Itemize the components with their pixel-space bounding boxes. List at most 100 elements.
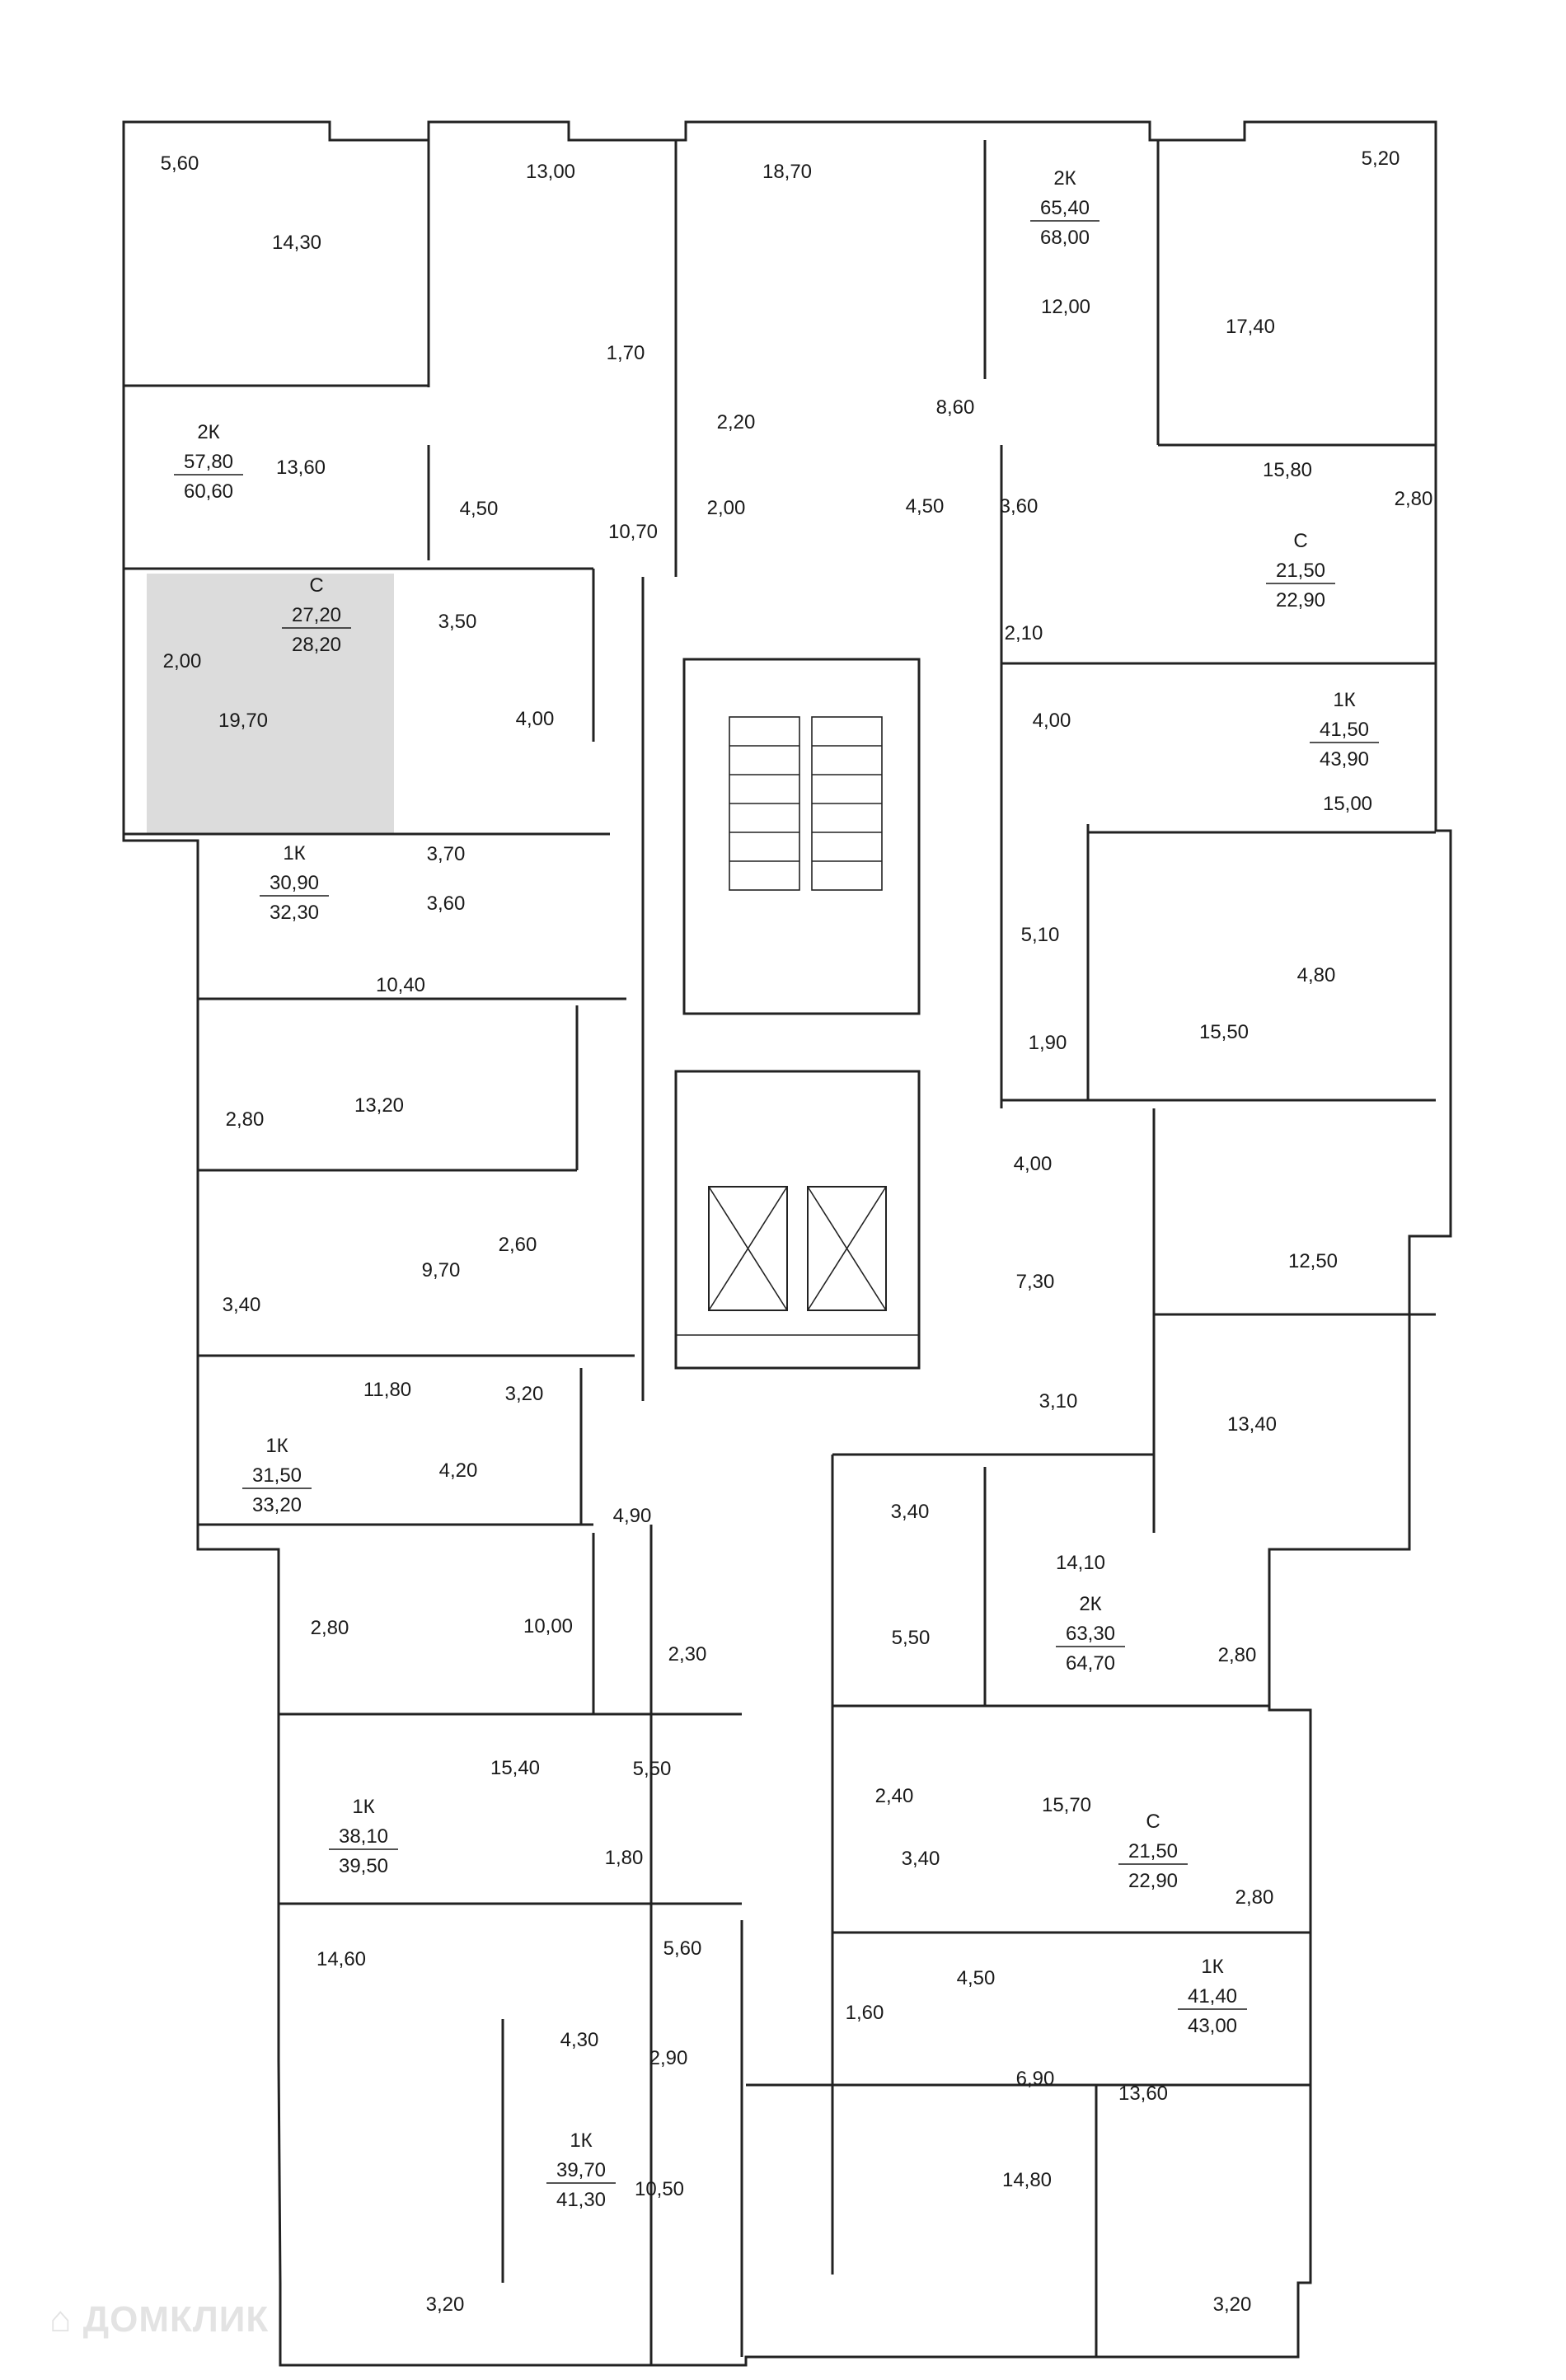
apartment-living-area: 21,50 (1128, 1840, 1178, 1862)
room-area: 2,80 (226, 1108, 265, 1131)
watermark-logo: ⌂ ДОМКЛИК (49, 2299, 270, 2340)
apartment-type: 1К (1333, 689, 1355, 711)
apartment-type: С (1146, 1811, 1160, 1833)
room-area: 19,70 (218, 710, 268, 732)
right-partitions (746, 140, 1436, 2357)
room-area: 1,70 (607, 342, 645, 364)
apartment-label: 1К 31,50 33,20 (242, 1435, 312, 1516)
apartment-label: С 21,50 22,90 (1266, 530, 1335, 611)
room-area: 4,00 (516, 708, 555, 730)
room-area: 1,60 (846, 2002, 884, 2024)
apartment-type: 1К (1201, 1956, 1223, 1978)
apartment-labels: 2К 65,40 68,00 2К 57,80 60,60 С 27,20 28… (174, 167, 1379, 2211)
room-area: 4,90 (613, 1505, 652, 1527)
room-area: 4,20 (439, 1459, 478, 1482)
room-area: 3,20 (1213, 2293, 1252, 2316)
room-area: 14,80 (1002, 2169, 1052, 2191)
room-area: 5,60 (663, 1937, 702, 1960)
room-area: 5,50 (633, 1758, 672, 1780)
apartment-total-area: 22,90 (1276, 589, 1325, 611)
left-partitions (124, 140, 743, 2365)
room-area: 2,90 (649, 2047, 688, 2069)
room-area: 12,00 (1041, 296, 1090, 318)
room-area: 2,30 (668, 1643, 707, 1666)
apartment-total-area: 64,70 (1066, 1652, 1115, 1675)
room-area: 3,40 (902, 1848, 940, 1870)
room-area: 4,50 (906, 495, 945, 518)
apartment-living-area: 27,20 (292, 604, 341, 626)
apartment-label: 1К 41,50 43,90 (1310, 689, 1379, 771)
room-area: 13,20 (354, 1094, 404, 1117)
room-area: 7,30 (1016, 1271, 1055, 1293)
apartment-type: 2К (1079, 1593, 1101, 1615)
room-area: 14,10 (1056, 1552, 1105, 1574)
apartment-living-area: 57,80 (184, 451, 233, 473)
room-area: 5,20 (1362, 148, 1400, 170)
apartment-living-area: 65,40 (1040, 197, 1090, 219)
room-area: 4,50 (957, 1967, 996, 1989)
room-area: 18,70 (762, 161, 812, 183)
room-area: 15,70 (1042, 1794, 1091, 1816)
apartment-living-area: 30,90 (270, 872, 319, 894)
apartment-type: С (1293, 530, 1307, 552)
room-area: 10,00 (523, 1615, 573, 1637)
room-area: 13,60 (1118, 2082, 1168, 2105)
room-area: 2,80 (1235, 1886, 1274, 1909)
room-area: 2,80 (1218, 1644, 1257, 1666)
room-area: 13,40 (1227, 1413, 1277, 1436)
room-area: 10,40 (376, 974, 425, 996)
apartment-total-area: 22,90 (1128, 1870, 1178, 1892)
apartment-label: 1К 30,90 32,30 (260, 842, 329, 924)
room-area: 3,70 (427, 843, 466, 865)
room-area: 3,40 (223, 1294, 261, 1316)
highlighted-apartment-fill (147, 574, 394, 834)
room-area: 2,80 (311, 1617, 349, 1639)
apartment-total-area: 28,20 (292, 634, 341, 656)
room-area: 2,20 (717, 411, 756, 433)
room-area: 11,80 (363, 1379, 411, 1401)
building-outline (122, 120, 1452, 2367)
apartment-label: 2К 57,80 60,60 (174, 421, 243, 503)
room-area: 4,80 (1297, 964, 1336, 986)
room-area: 3,20 (505, 1383, 544, 1405)
room-area: 4,00 (1033, 710, 1071, 732)
room-area: 15,80 (1263, 459, 1312, 481)
room-area: 2,80 (1395, 488, 1433, 510)
apartment-living-area: 21,50 (1276, 560, 1325, 582)
apartment-living-area: 39,70 (556, 2159, 606, 2181)
apartment-type: 1К (570, 2129, 592, 2152)
apartment-total-area: 60,60 (184, 480, 233, 503)
apartment-label: 1К 38,10 39,50 (329, 1796, 398, 1877)
apartment-label: 1К 39,70 41,30 (546, 2129, 616, 2211)
apartment-type: 2К (1053, 167, 1076, 190)
apartment-type: 1К (265, 1435, 288, 1457)
room-area: 1,80 (605, 1847, 644, 1869)
room-area: 6,90 (1016, 2068, 1055, 2090)
apartment-living-area: 41,40 (1188, 1985, 1237, 2008)
room-area-labels: 5,60 14,30 13,00 18,70 12,00 5,20 17,40 … (161, 148, 1433, 2316)
room-area: 10,50 (635, 2178, 684, 2200)
room-area: 9,70 (422, 1259, 461, 1281)
room-area: 4,30 (560, 2029, 599, 2051)
apartment-type: 2К (197, 421, 219, 443)
apartment-total-area: 39,50 (339, 1855, 388, 1877)
apartment-living-area: 38,10 (339, 1825, 388, 1848)
core (674, 658, 921, 1370)
room-area: 2,60 (499, 1234, 537, 1256)
room-area: 3,10 (1039, 1390, 1078, 1413)
room-area: 2,40 (875, 1785, 914, 1807)
apartment-type: 1К (352, 1796, 374, 1818)
room-area: 3,60 (427, 892, 466, 915)
apartment-total-area: 43,90 (1320, 748, 1369, 771)
apartment-type: С (309, 574, 323, 597)
apartment-total-area: 43,00 (1188, 2015, 1237, 2037)
room-area: 2,00 (163, 650, 202, 672)
apartment-living-area: 31,50 (252, 1464, 302, 1487)
room-area: 10,70 (608, 521, 658, 543)
room-area: 3,40 (891, 1501, 930, 1523)
room-area: 2,00 (707, 497, 746, 519)
apartment-label: 1К 41,40 43,00 (1178, 1956, 1247, 2037)
room-area: 5,60 (161, 152, 199, 175)
room-area: 4,50 (460, 498, 499, 520)
